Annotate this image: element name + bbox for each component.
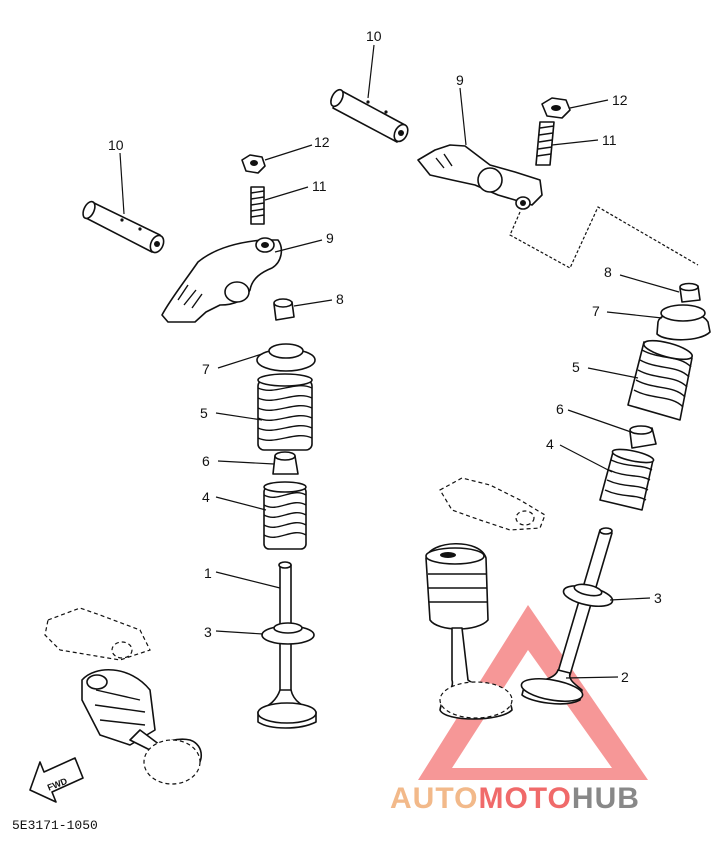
valve-collar-right xyxy=(562,583,614,608)
watermark-moto: MOTO xyxy=(478,782,571,815)
valve-stem-cap-right xyxy=(679,282,701,303)
assembled-view-left xyxy=(44,607,203,785)
callout-4-right: 4 xyxy=(546,436,554,452)
callout-5-left: 5 xyxy=(200,405,208,421)
adjuster-screw-right xyxy=(535,121,555,166)
watermark-logo xyxy=(418,605,648,780)
callout-labels: 10 10 12 12 11 11 9 9 8 8 7 7 5 5 6 6 4 … xyxy=(108,28,662,685)
callout-9-right: 9 xyxy=(456,72,464,88)
callout-7-left: 7 xyxy=(202,361,210,377)
watermark-text: AUTOMOTOHUB xyxy=(390,782,640,815)
assembly-reference-line xyxy=(509,206,699,269)
callout-12-right: 12 xyxy=(612,92,628,108)
callout-12-left: 12 xyxy=(314,134,330,150)
callout-10-right: 10 xyxy=(366,28,382,44)
callout-8-left: 8 xyxy=(336,291,344,307)
locknut-right xyxy=(541,97,571,119)
spring-retainer-right xyxy=(656,304,711,341)
callout-9-left: 9 xyxy=(326,230,334,246)
valve-stem-seal-right xyxy=(629,425,657,449)
leader-lines xyxy=(119,44,680,679)
callout-6-right: 6 xyxy=(556,401,564,417)
rocker-shaft-left xyxy=(82,200,165,254)
watermark-hub: HUB xyxy=(572,782,640,815)
adjuster-screw-left xyxy=(250,186,265,225)
valve-collar-left xyxy=(261,622,315,645)
fwd-arrow xyxy=(29,757,84,803)
inner-spring-left xyxy=(263,481,307,550)
callout-6-left: 6 xyxy=(202,453,210,469)
callout-2: 2 xyxy=(621,669,629,685)
callout-8-right: 8 xyxy=(604,264,612,280)
callout-3-left: 3 xyxy=(204,624,212,640)
intake-valve xyxy=(257,561,317,729)
outer-spring-left xyxy=(257,373,313,451)
valve-stem-seal-left xyxy=(272,451,299,475)
rocker-arm-left xyxy=(161,237,283,323)
callout-1: 1 xyxy=(204,565,212,581)
assembled-view-right xyxy=(425,477,546,720)
watermark-auto: AUTO xyxy=(390,782,478,815)
callout-10-left: 10 xyxy=(108,137,124,153)
callout-4-left: 4 xyxy=(202,489,210,505)
callout-3-right: 3 xyxy=(654,590,662,606)
diagram-code: 5E3171-1050 xyxy=(12,818,98,833)
rocker-arm-right xyxy=(417,144,543,210)
valve-stem-cap-left xyxy=(273,298,295,321)
callout-5-right: 5 xyxy=(572,359,580,375)
callout-11-right: 11 xyxy=(602,132,617,148)
outer-spring-right xyxy=(627,339,694,421)
spring-retainer-left xyxy=(256,343,316,372)
callout-7-right: 7 xyxy=(592,303,600,319)
callout-11-left: 11 xyxy=(312,178,327,194)
inner-spring-right xyxy=(599,448,655,511)
locknut-left xyxy=(241,154,266,174)
rocker-shaft-right xyxy=(330,88,409,143)
